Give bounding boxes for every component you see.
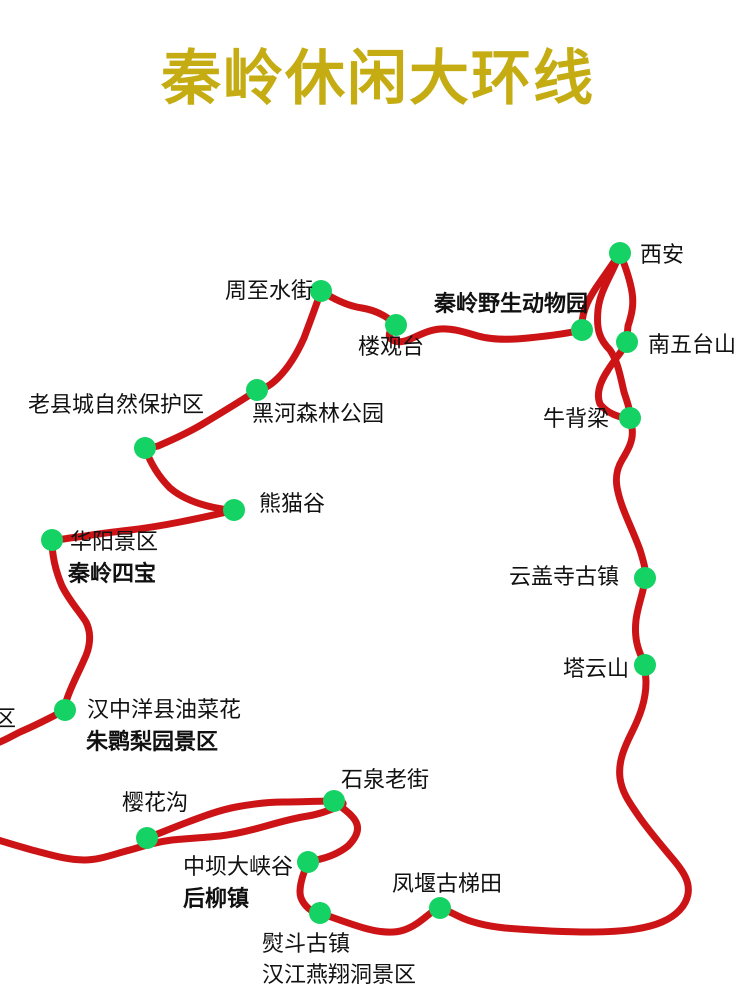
poi-label-zhouzhishuijie: 周至水街: [225, 279, 314, 304]
route-segment-south-west: [0, 797, 347, 864]
poi-marker-fengyantitian[interactable]: [429, 897, 451, 919]
poi-label-heiheforest: 黑河森林公园: [252, 402, 385, 427]
page-title: 秦岭休闲大环线: [161, 44, 595, 114]
poi-label-niubeiliang: 牛背梁: [543, 407, 610, 432]
poi-label-yindougu: 熨斗古镇: [262, 932, 351, 957]
poi-label-qinlingzoo: 秦岭野生动物园: [434, 292, 589, 317]
poi-marker-laoxiancheng[interactable]: [134, 437, 156, 459]
poi-marker-yindougu[interactable]: [309, 902, 331, 924]
poi-marker-niubeiliang[interactable]: [619, 407, 641, 429]
poi-label-yinghuagou: 樱花沟: [122, 791, 189, 816]
poi-marker-shiquanlaojie[interactable]: [323, 790, 345, 812]
poi-label-laoxiancheng: 老县城自然保护区: [28, 393, 205, 418]
poi-marker-zhouzhishuijie[interactable]: [310, 280, 332, 302]
poi-marker-xian[interactable]: [609, 242, 631, 264]
poi-marker-yungaisi[interactable]: [634, 567, 656, 589]
poi-marker-zhongbacanyon[interactable]: [297, 851, 319, 873]
route-polyline-group: [0, 249, 692, 936]
poi-label-cutoff-left: 区: [0, 707, 17, 732]
route-segment-south-hook: [296, 797, 444, 936]
poi-marker-qinlingzoo[interactable]: [571, 319, 593, 341]
poi-label-zhuhuanliyuan: 朱鹮梨园景区: [86, 730, 219, 755]
poi-label-qinlingsibao: 秦岭四宝: [68, 562, 157, 587]
poi-marker-hanzhongyang[interactable]: [54, 699, 76, 721]
poi-marker-xiongmaogu[interactable]: [223, 499, 245, 521]
poi-label-xiongmaogu: 熊猫谷: [259, 492, 326, 517]
poi-label-yungaisi: 云盖寺古镇: [509, 565, 620, 590]
poi-label-nanwutaishan: 南五台山: [648, 333, 737, 358]
poi-label-xian: 西安: [640, 243, 685, 268]
poi-marker-louguantai[interactable]: [385, 314, 407, 336]
poi-label-louguantai: 楼观台: [358, 335, 425, 360]
poi-marker-huayang[interactable]: [41, 529, 63, 551]
poi-marker-nanwutaishan[interactable]: [616, 331, 638, 353]
poi-label-shiquanlaojie: 石泉老街: [341, 768, 430, 793]
poi-marker-heiheforest[interactable]: [246, 379, 268, 401]
poi-label-huayang: 华阳景区: [70, 530, 159, 555]
poi-label-fengyantitian: 凤堰古梯田: [392, 872, 503, 897]
poi-label-houliuzhen: 后柳镇: [183, 887, 250, 912]
poi-label-tayunshan: 塔云山: [563, 657, 630, 682]
poi-marker-yinghuagou[interactable]: [136, 827, 158, 849]
poi-label-zhongbacanyon: 中坝大峡谷: [183, 855, 294, 880]
poi-marker-tayunshan[interactable]: [634, 654, 656, 676]
poi-label-hanzhongyang: 汉中洋县油菜花: [87, 698, 242, 723]
poi-label-hanjiangyan: 汉江燕翔洞景区: [262, 963, 417, 988]
route-segment-west-top: [0, 249, 624, 746]
